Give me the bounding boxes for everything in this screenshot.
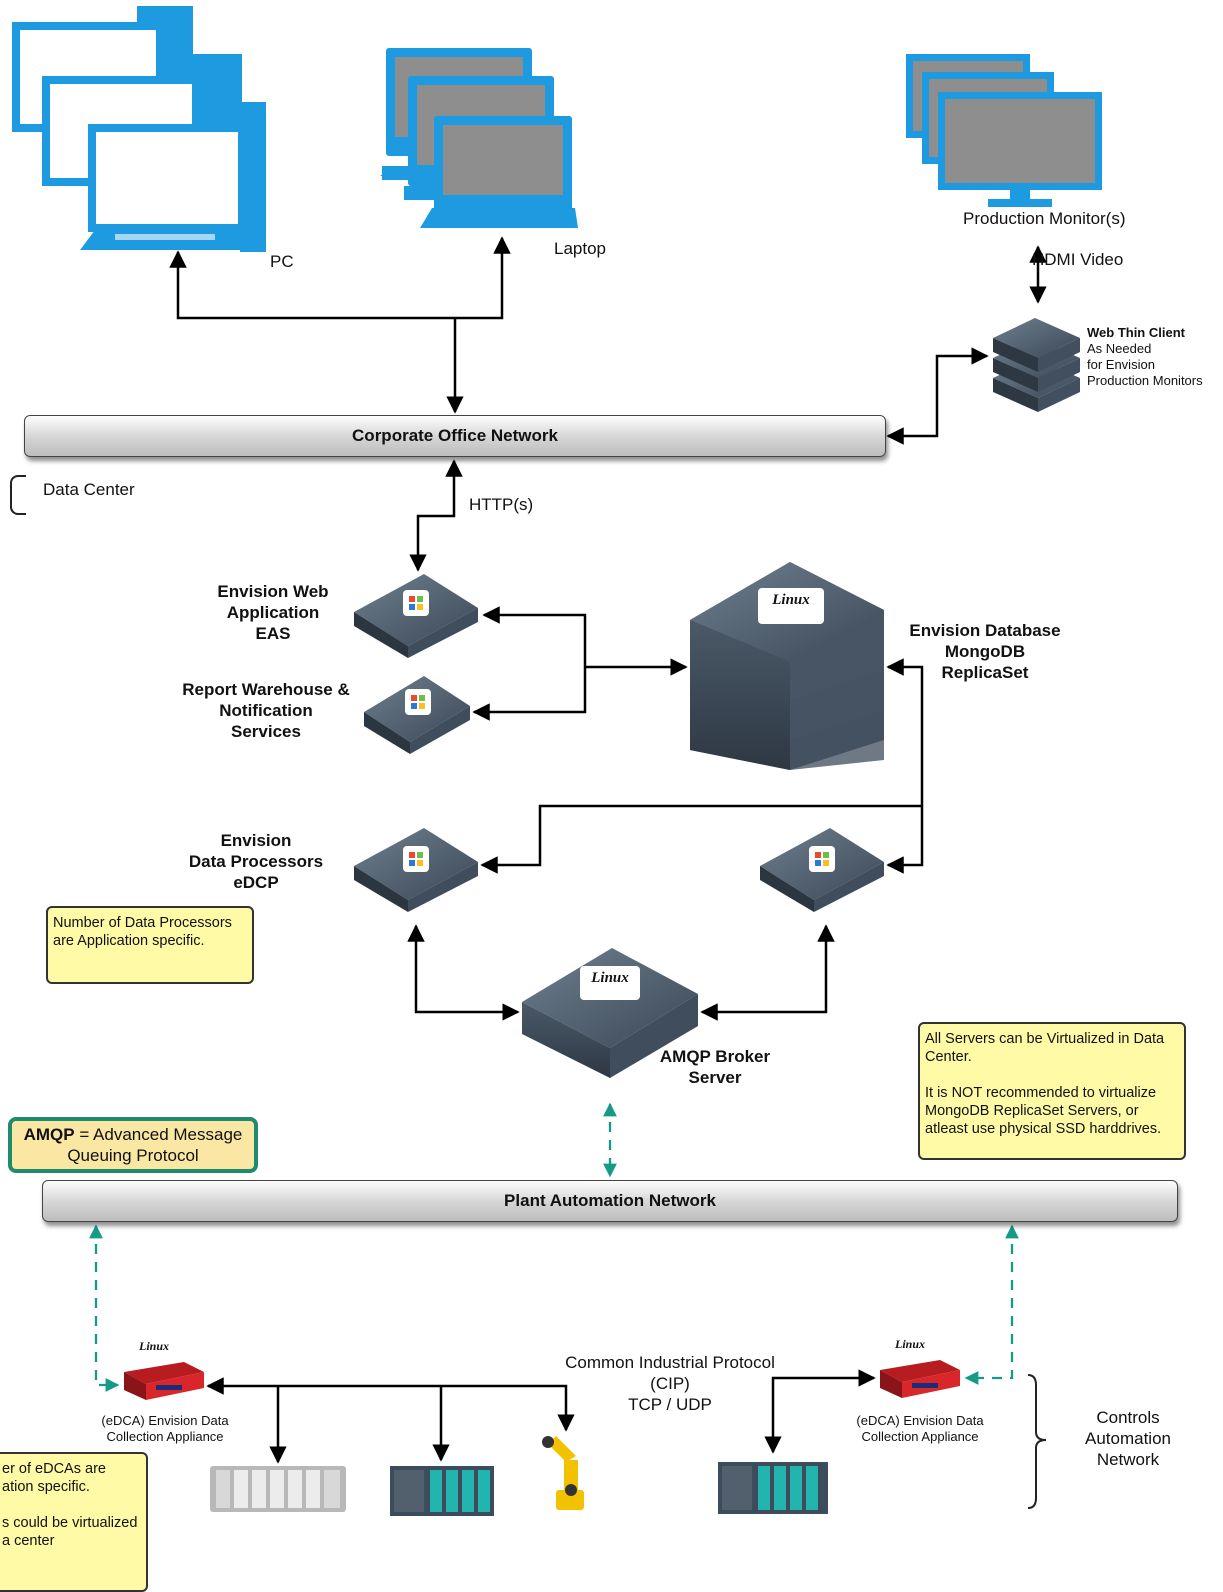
plc-rack-icon [210, 1466, 346, 1512]
thin-client-icon [993, 318, 1080, 412]
edca-left-label: (eDCA) Envision Data Collection Applianc… [101, 1413, 229, 1444]
processor-server-right-icon [760, 828, 884, 912]
plant-network-bar: Plant Automation Network [42, 1180, 1178, 1222]
laptop-label: Laptop [554, 239, 606, 258]
siemens-plc-right-icon [718, 1462, 828, 1514]
siemens-plc-icon [390, 1466, 494, 1516]
database-label: Envision Database MongoDB ReplicaSet [909, 621, 1061, 682]
production-monitors-label: Production Monitor(s) [963, 209, 1126, 228]
hdmi-label: HDMI Video [1032, 250, 1124, 269]
processors-label: Envision Data Processors eDCP [188, 831, 324, 892]
processors-note: Number of Data Processors are Applicatio… [46, 906, 254, 984]
pc-label: PC [270, 252, 294, 271]
linux-badge-edca-left: Linux [139, 1339, 170, 1353]
amqp-definition-box: AMQP = Advanced Message Queuing Protocol [8, 1117, 258, 1173]
thin-client-label: Web Thin Client As Needed for Envision P… [1087, 325, 1203, 388]
web-app-server-icon [354, 574, 478, 658]
processor-server-left-icon [354, 828, 478, 912]
report-server-icon [364, 676, 470, 754]
amqp-server-icon [522, 948, 698, 1078]
data-center-label: Data Center [43, 480, 135, 499]
cip-label: Common Industrial Protocol (CIP) TCP / U… [565, 1353, 775, 1414]
linux-badge-amqp: Linux [591, 970, 629, 986]
linux-badge-db: Linux [772, 592, 810, 608]
edca-note: er of eDCAs are ation specific. s could … [0, 1452, 148, 1592]
database-server-icon [690, 562, 884, 770]
report-label: Report Warehouse & Notification Services [182, 680, 350, 741]
pc-icon [12, 6, 266, 252]
edca-right-icon [880, 1360, 960, 1398]
edca-left-icon [124, 1362, 204, 1400]
amqp-broker-label: AMQP Broker Server [659, 1047, 771, 1087]
laptop-icon [380, 48, 578, 228]
controls-brace [1027, 1374, 1047, 1509]
web-app-label: Envision Web Application EAS [217, 582, 329, 643]
http-label: HTTP(s) [469, 495, 534, 514]
controls-label: Controls Automation Network [1085, 1408, 1171, 1469]
corporate-network-bar: Corporate Office Network [24, 415, 886, 457]
edca-right-label: (eDCA) Envision Data Collection Applianc… [856, 1413, 984, 1444]
robot-arm-icon [542, 1436, 584, 1510]
production-monitor-icon [906, 54, 1102, 207]
linux-badge-edca-right: Linux [895, 1337, 926, 1351]
data-center-bracket [10, 475, 26, 515]
virtualize-note: All Servers can be Virtualized in Data C… [918, 1022, 1186, 1160]
